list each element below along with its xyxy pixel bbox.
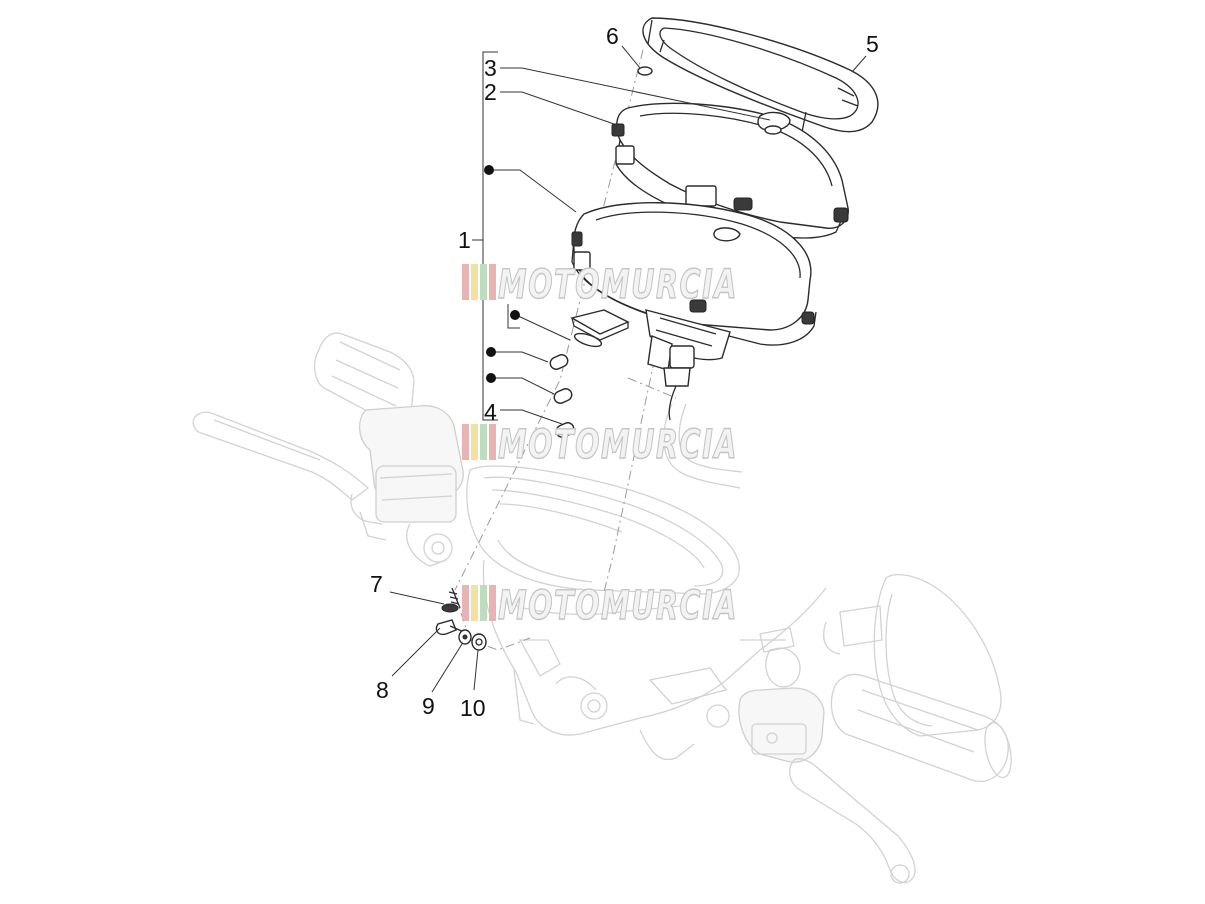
callout-1: 1 [458,227,471,253]
callout-6: 6 [606,23,619,49]
kit-marker-dot [486,347,496,357]
watermark-text: MOTOMURCIA [498,583,738,629]
leader-lines [389,45,867,693]
watermark-stripe [480,424,487,460]
watermark-middle: MOTOMURCIA [462,421,738,469]
watermark-stripe [480,585,487,621]
watermark-stripe [480,264,487,300]
watermark-stripe [462,264,469,300]
kit-marker-dot [484,165,494,175]
watermark-stripe [471,424,478,460]
handlebar-ghost [192,332,1012,884]
kit-marker-dot [510,310,520,320]
watermark-stripe [489,424,496,460]
clip-part-6 [637,66,653,76]
loose-parts [549,309,630,438]
callout-9: 9 [422,693,435,719]
callout-4: 4 [484,399,497,425]
callout-labels: 1 2 3 4 5 6 7 8 9 10 [370,23,879,721]
watermark-stripe [489,585,496,621]
callout-2: 2 [484,79,497,105]
watermark-top: MOTOMURCIA [462,261,738,309]
kit-bracket [472,51,520,421]
watermark-text: MOTOMURCIA [498,422,738,468]
instrument-housing-part-2 [611,102,849,239]
watermark-bottom: MOTOMURCIA [462,582,738,630]
watermark-stripe [462,585,469,621]
watermark-stripe [471,585,478,621]
callout-10: 10 [460,695,486,721]
kit-markers [484,165,520,383]
watermark-stripe [462,424,469,460]
instrument-cover-part-5 [642,17,879,133]
fasteners [435,587,487,651]
watermark-stripe [489,264,496,300]
callout-8: 8 [376,677,389,703]
watermark-text: MOTOMURCIA [498,262,738,308]
watermark-stripe [471,264,478,300]
kit-marker-dot [486,373,496,383]
callout-3: 3 [484,55,497,81]
callout-5: 5 [866,31,879,57]
instrument-panel [571,202,817,421]
callout-7: 7 [370,571,383,597]
